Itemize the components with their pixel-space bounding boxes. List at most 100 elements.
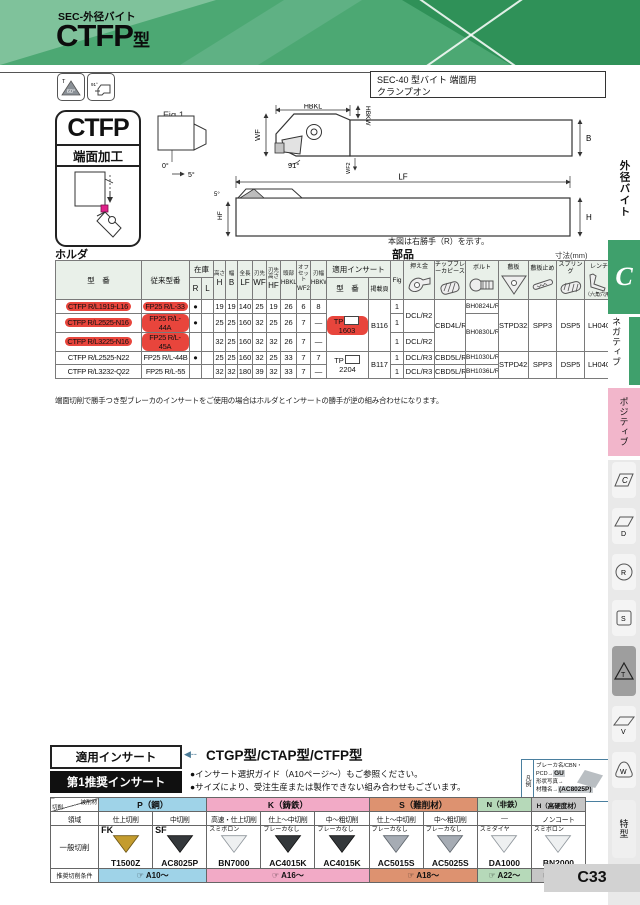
tab-shape-r[interactable]: R bbox=[612, 554, 636, 590]
part-bolt: BH0830L/R bbox=[465, 312, 499, 352]
svg-text:V: V bbox=[621, 729, 626, 735]
fig-ref: 1 bbox=[390, 331, 404, 352]
type-info-box: SEC-40 型バイト 端面用 クランプオン bbox=[370, 71, 606, 98]
dim-hbkw: 7 bbox=[310, 350, 327, 366]
dim-b: 19 bbox=[225, 299, 238, 314]
dim-lf: 160 bbox=[237, 350, 253, 366]
spring-icon bbox=[560, 281, 581, 294]
type-info-line2: クランプオン bbox=[377, 87, 431, 97]
col-part-shim: 敷板 bbox=[498, 260, 529, 300]
ref-page-n[interactable]: ☞ A22～ bbox=[476, 868, 532, 883]
insert-page-ref[interactable]: B117 bbox=[368, 350, 391, 379]
svg-text:B: B bbox=[586, 134, 591, 143]
holder-model: CTFP R/L1919-L16 bbox=[65, 301, 132, 311]
holder-title: ホルダ bbox=[55, 249, 88, 261]
tab-shape-s[interactable]: S bbox=[612, 600, 636, 636]
rhombus-v-icon: V bbox=[613, 716, 635, 735]
tab-shape-v[interactable]: V bbox=[612, 706, 636, 742]
group-p-steel: P（鋼） bbox=[98, 797, 208, 812]
recommend-note-2: ●サイズにより、受注生産または製作できない組み合わせもございます。 bbox=[190, 781, 466, 792]
part-piece: CBD4L/R bbox=[434, 299, 466, 352]
holder-model: CTFP R/L3232-Q22 bbox=[67, 366, 130, 376]
part-piece: CBD5L/R bbox=[434, 350, 466, 366]
parallelogram-d-icon: D bbox=[614, 516, 634, 537]
dim-wf2: 7 bbox=[296, 312, 311, 333]
dim-hf: 19 bbox=[266, 299, 281, 314]
fig-ref: 1 bbox=[390, 312, 404, 333]
legend-label: 凡例 bbox=[522, 760, 534, 801]
page-number: C33 bbox=[544, 864, 640, 892]
use-cell: 仕上切削 bbox=[98, 811, 154, 826]
tab-shape-c[interactable]: C bbox=[612, 462, 636, 498]
legend-breaker-value: GU bbox=[553, 770, 565, 777]
matrix-corner: 被削材 切削 bbox=[49, 797, 100, 812]
sidebar-category: 外径バイト bbox=[618, 160, 631, 218]
svg-text:5°: 5° bbox=[188, 171, 195, 179]
part-spring: DSP5 bbox=[556, 299, 585, 352]
applicable-insert-models: CTGP型/CTAP型/CTFP型 bbox=[206, 748, 363, 763]
dim-wf: 32 bbox=[252, 350, 267, 366]
page-title-main: CTFP bbox=[56, 18, 134, 53]
tab-shape-w[interactable]: W bbox=[612, 752, 636, 788]
holder-row: CTFP R/L1919-L16 FP25 R/L-33 ● 19 19 140… bbox=[55, 299, 614, 352]
dim-wf2: 7 bbox=[296, 350, 311, 366]
svg-text:C: C bbox=[622, 476, 628, 485]
group-h-hardened: H（高硬度材） bbox=[530, 797, 587, 812]
tab-shape-t-active[interactable]: T bbox=[612, 646, 636, 696]
col-insert-model: 型 番 bbox=[326, 277, 369, 300]
dim-wf: 25 bbox=[252, 299, 267, 314]
clamp-icon bbox=[408, 276, 431, 292]
dim-lf: 160 bbox=[237, 331, 253, 352]
col-insert-page: 掲載頁 bbox=[368, 277, 391, 300]
svg-text:W: W bbox=[620, 769, 627, 776]
ref-page-k[interactable]: ☞ A16～ bbox=[206, 868, 370, 883]
dim-hf: 25 bbox=[266, 350, 281, 366]
insert-placeholder-box bbox=[344, 355, 360, 365]
dim-lf: 140 bbox=[237, 299, 253, 314]
tab-special[interactable]: 特型 bbox=[612, 800, 636, 858]
holder-row: CTFP R/L2525-N22 FP25 R/L-44B ● 25 25 16… bbox=[55, 350, 614, 379]
fig-note: 本図は右勝手（R）を示す。 bbox=[388, 237, 489, 246]
svg-text:WF: WF bbox=[253, 129, 262, 141]
insert-placeholder-box bbox=[344, 315, 360, 325]
part-bolt: BH1036L/R bbox=[465, 364, 499, 379]
row-use-label: 領域 bbox=[49, 811, 100, 826]
model-badge: CTFP 端面加工 bbox=[55, 110, 141, 247]
col-old-model: 従来型番 bbox=[141, 260, 190, 300]
svg-text:91°: 91° bbox=[91, 82, 98, 87]
fig-ref: 1 bbox=[390, 364, 404, 379]
holder-row: CTFP R/L3232-Q22 FP25 R/L-55 32 32 180 3… bbox=[55, 364, 614, 379]
dim-b: 25 bbox=[225, 331, 238, 352]
stock-l bbox=[201, 350, 214, 366]
legend-line1: ブレーカ名/CBN・PCD bbox=[536, 763, 583, 777]
facing-sketch bbox=[74, 171, 122, 238]
tab-positive[interactable]: ポジティブ bbox=[608, 388, 640, 456]
stock-r bbox=[189, 331, 202, 352]
dim-wf: 39 bbox=[252, 364, 267, 379]
legend-line2: 形状写真 bbox=[536, 779, 559, 785]
tab-section-c[interactable]: C bbox=[608, 240, 640, 314]
dim-hbkw: — bbox=[310, 312, 327, 333]
ref-page-p[interactable]: ☞ A10～ bbox=[98, 868, 208, 883]
dim-lf: 160 bbox=[237, 312, 253, 333]
svg-text:0°: 0° bbox=[162, 162, 169, 170]
part-clamp: DCL/R2 bbox=[403, 331, 435, 352]
ref-page-s[interactable]: ☞ A18～ bbox=[368, 868, 478, 883]
tab-negative[interactable]: ネガティブ bbox=[608, 317, 640, 385]
wrench-icon bbox=[589, 272, 606, 292]
breaker-piece-icon bbox=[440, 281, 460, 295]
dim-wf: 32 bbox=[252, 331, 267, 352]
insert-page-ref[interactable]: B116 bbox=[368, 299, 391, 352]
part-spring: DSP5 bbox=[556, 350, 585, 379]
black-triangle-insert-icon bbox=[166, 835, 194, 854]
part-shim-pin: SPP3 bbox=[528, 350, 557, 379]
tab-shape-d[interactable]: D bbox=[612, 508, 636, 544]
